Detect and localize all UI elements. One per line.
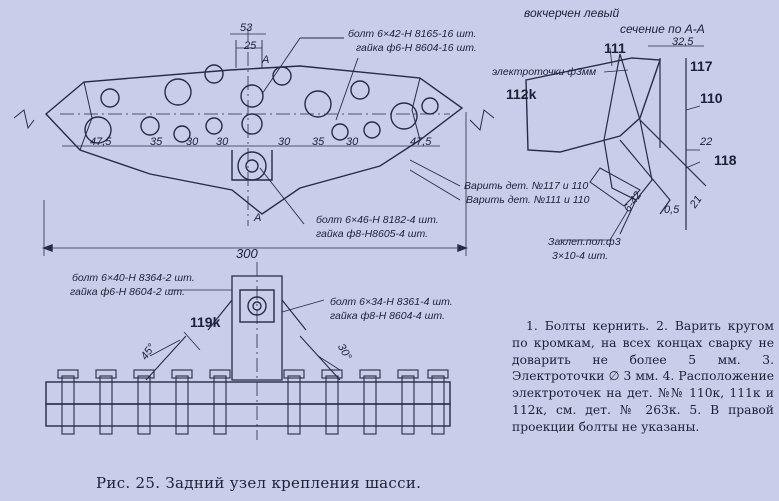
nut-b-label: гайка ф8-Н8605-4 шт. <box>316 228 429 240</box>
figure-caption: Рис. 25. Задний узел крепления шасси. <box>96 474 421 492</box>
dim-pitch-2: 35 <box>150 136 163 148</box>
nut-d-label: гайка ф8-Н 8604-4 шт. <box>330 310 445 322</box>
dim-pitch-7: 30 <box>346 136 359 148</box>
spot-weld-label: электроточки ф3мм <box>492 66 597 78</box>
weld-a-label: Варить дет. №117 и 110 <box>464 180 589 192</box>
section-mark-top: А <box>262 54 270 66</box>
bolt-a-label: болт 6×42-Н 8165-16 шт. <box>348 28 477 40</box>
rivet-label: Заклеп.пол.ф3 <box>548 236 621 248</box>
caption-number: 25. <box>135 474 161 492</box>
view-title-left: вокчерчен левый <box>524 6 620 20</box>
dim-pitch-1: 47,5 <box>90 136 112 148</box>
dim-pitch-8: 47,5 <box>410 136 432 148</box>
part-112k: 112k <box>506 86 537 102</box>
caption-prefix: Рис. <box>96 474 131 492</box>
dim-pitch-6: 35 <box>312 136 325 148</box>
nut-a-label: гайка ф6-Н 8604-16 шт. <box>356 42 477 54</box>
part-111: 111 <box>604 40 626 56</box>
dim-300: 300 <box>236 246 258 261</box>
bolt-b-label: болт 6×46-Н 8182-4 шт. <box>316 214 439 226</box>
nut-c-label: гайка ф6-Н 8604-2 шт. <box>70 286 185 298</box>
rivet-qty-label: 3×10-4 шт. <box>552 250 609 262</box>
dim-pitch-4: 30 <box>216 136 229 148</box>
part-119k: 119k <box>190 314 221 330</box>
dim-32-5: 32,5 <box>672 36 694 48</box>
weld-b-label: Варить дет. №111 и 110 <box>466 194 590 206</box>
dim-53: 53 <box>240 22 253 34</box>
section-title: сечение по А-А <box>620 22 705 36</box>
part-117: 117 <box>690 58 713 74</box>
dim-pitch-3: 30 <box>186 136 199 148</box>
bolt-c-label: болт 6×40-Н 8364-2 шт. <box>72 272 195 284</box>
drawing-notes: 1. Болты кернить. 2. Варить кругом по кр… <box>512 318 774 436</box>
part-118: 118 <box>714 152 737 168</box>
dim-pitch-5: 30 <box>278 136 291 148</box>
section-bracket <box>525 57 661 153</box>
part-110: 110 <box>700 90 723 106</box>
dim-25: 25 <box>244 40 257 52</box>
elevation-base <box>45 381 451 405</box>
notes-text: 1. Болты кернить. 2. Варить кругом по кр… <box>512 319 774 434</box>
caption-text: Задний узел крепления шасси. <box>165 474 422 492</box>
dim-22: 22 <box>700 136 713 148</box>
bolt-d-label: болт 6×34-Н 8361-4 шт. <box>330 296 453 308</box>
dim-0-5: 0,5 <box>664 204 680 216</box>
section-mark-bottom: А <box>254 212 262 224</box>
plate-outline <box>44 65 464 215</box>
